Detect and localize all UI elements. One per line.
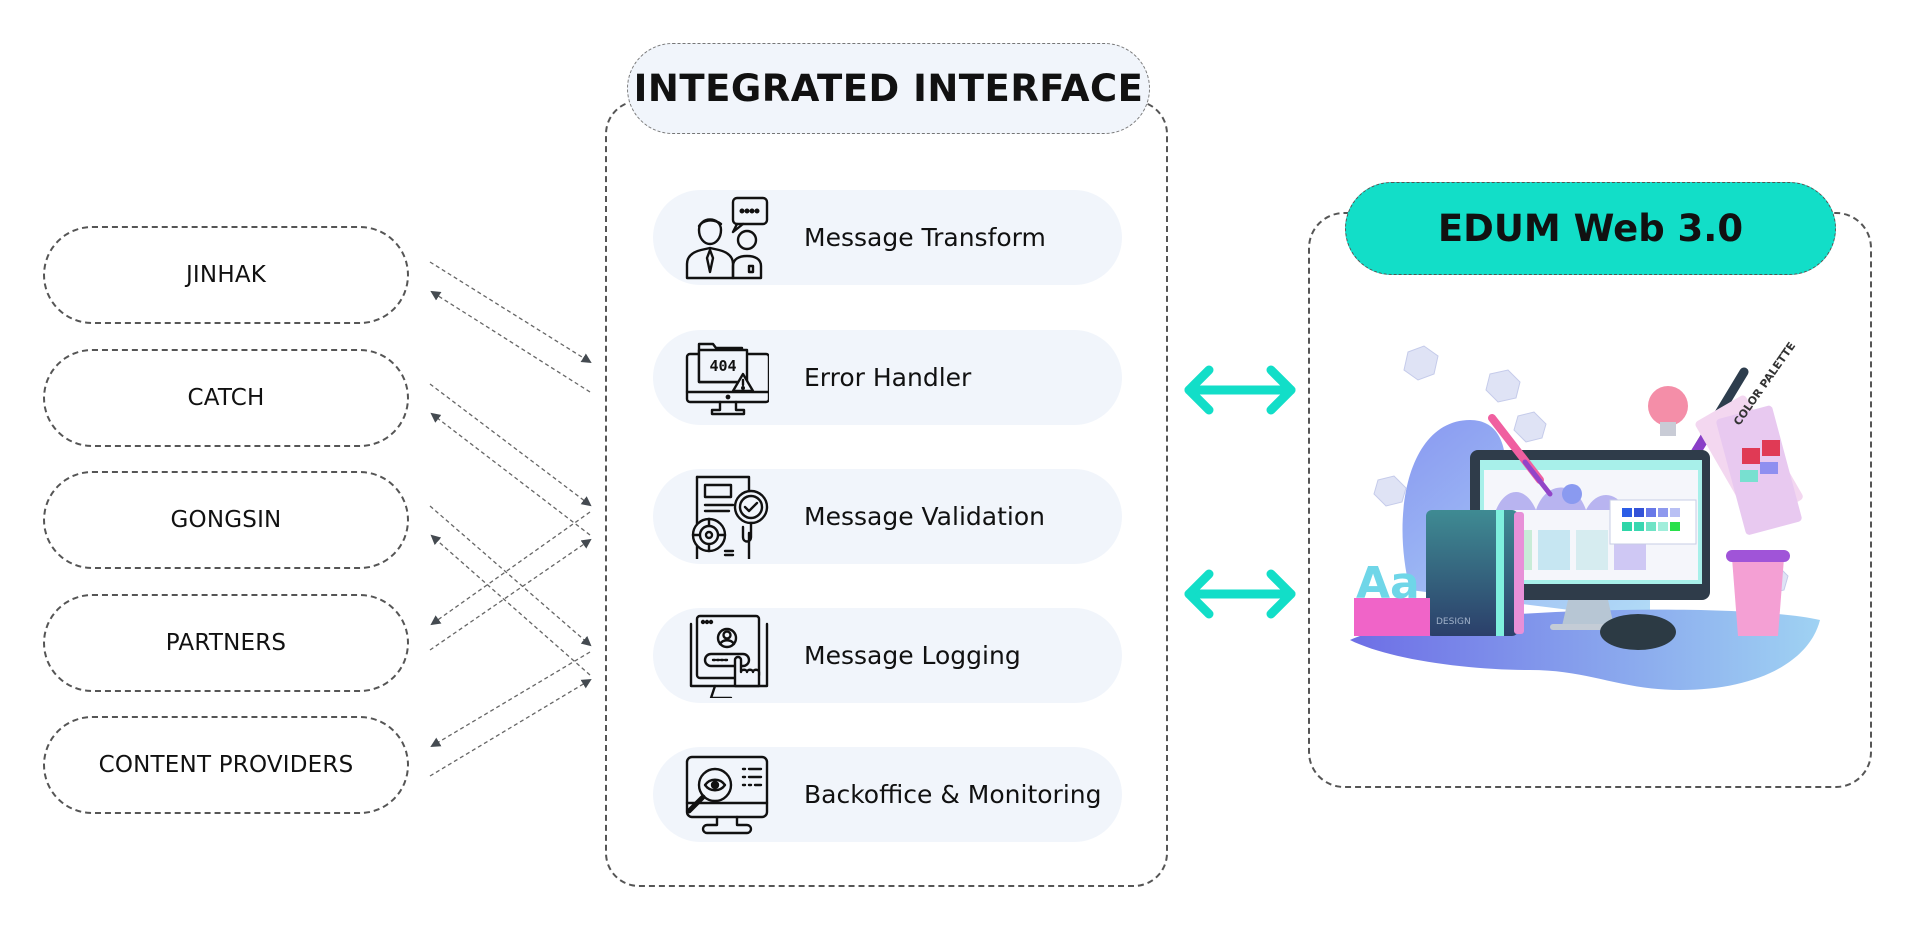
mouse <box>1600 614 1676 650</box>
source-partners: PARTNERS <box>43 594 409 692</box>
connector-jinhak-in <box>430 290 591 393</box>
people-chat-icon <box>685 196 769 280</box>
web-design-illustration: COLOR PALETTE DESIGN <box>1350 340 1820 690</box>
monitor-login-icon <box>689 614 769 698</box>
connector-catch-in <box>430 412 591 536</box>
connector-content-providers-in <box>430 651 591 748</box>
color-dropper <box>1488 414 1553 497</box>
error-404-monitor-icon: 404 <box>685 342 769 416</box>
connector-content-providers-out <box>429 678 592 777</box>
service-error-handler: 404 Error Handler <box>653 330 1122 425</box>
connector-gongsin-in <box>430 534 591 676</box>
connector-jinhak-out <box>429 261 592 364</box>
service-label: Message Validation <box>804 502 1045 531</box>
source-catch: CATCH <box>43 349 409 447</box>
service-message-transform: Message Transform <box>653 190 1122 285</box>
notebook-text: DESIGN <box>1436 617 1471 627</box>
source-label: PARTNERS <box>165 630 287 656</box>
service-label: Backoffice & Monitoring <box>804 780 1102 809</box>
letters-box: Aa <box>1354 558 1430 636</box>
source-label: CATCH <box>187 385 265 411</box>
service-label: Message Transform <box>804 223 1046 252</box>
service-backoffice-monitoring: Backoffice & Monitoring <box>653 747 1122 842</box>
source-label: JINHAK <box>185 262 267 288</box>
edum-title-text: EDUM Web 3.0 <box>1437 207 1744 250</box>
integrated-interface-title-text: INTEGRATED INTERFACE <box>633 67 1144 110</box>
source-jinhak: JINHAK <box>43 226 409 324</box>
integrated-interface-title: INTEGRATED INTERFACE <box>627 43 1150 134</box>
service-label: Message Logging <box>804 641 1021 670</box>
source-label: GONGSIN <box>170 507 282 533</box>
connector-partners-in <box>430 511 591 626</box>
lightbulb <box>1648 386 1688 436</box>
service-message-validation: Message Validation <box>653 469 1122 564</box>
connector-partners-out <box>429 538 592 651</box>
monitor-eye-search-icon <box>685 755 769 835</box>
bidirectional-arrow-icon <box>1184 569 1296 619</box>
connector-catch-out <box>429 383 592 507</box>
design-notebook: DESIGN <box>1426 510 1524 636</box>
source-gongsin: GONGSIN <box>43 471 409 569</box>
color-palette: COLOR PALETTE <box>1695 340 1803 535</box>
edum-title: EDUM Web 3.0 <box>1345 182 1836 275</box>
source-label: CONTENT PROVIDERS <box>98 752 354 778</box>
service-label: Error Handler <box>804 363 972 392</box>
document-gear-check-icon <box>691 475 769 559</box>
monitor <box>1470 450 1710 630</box>
connector-gongsin-out <box>429 505 592 647</box>
coffee-cup <box>1726 550 1790 636</box>
letters-text: Aa <box>1356 558 1420 609</box>
service-message-logging: Message Logging <box>653 608 1122 703</box>
source-content-providers: CONTENT PROVIDERS <box>43 716 409 814</box>
svg-text:404: 404 <box>709 357 736 375</box>
bidirectional-arrow-icon <box>1184 365 1296 415</box>
